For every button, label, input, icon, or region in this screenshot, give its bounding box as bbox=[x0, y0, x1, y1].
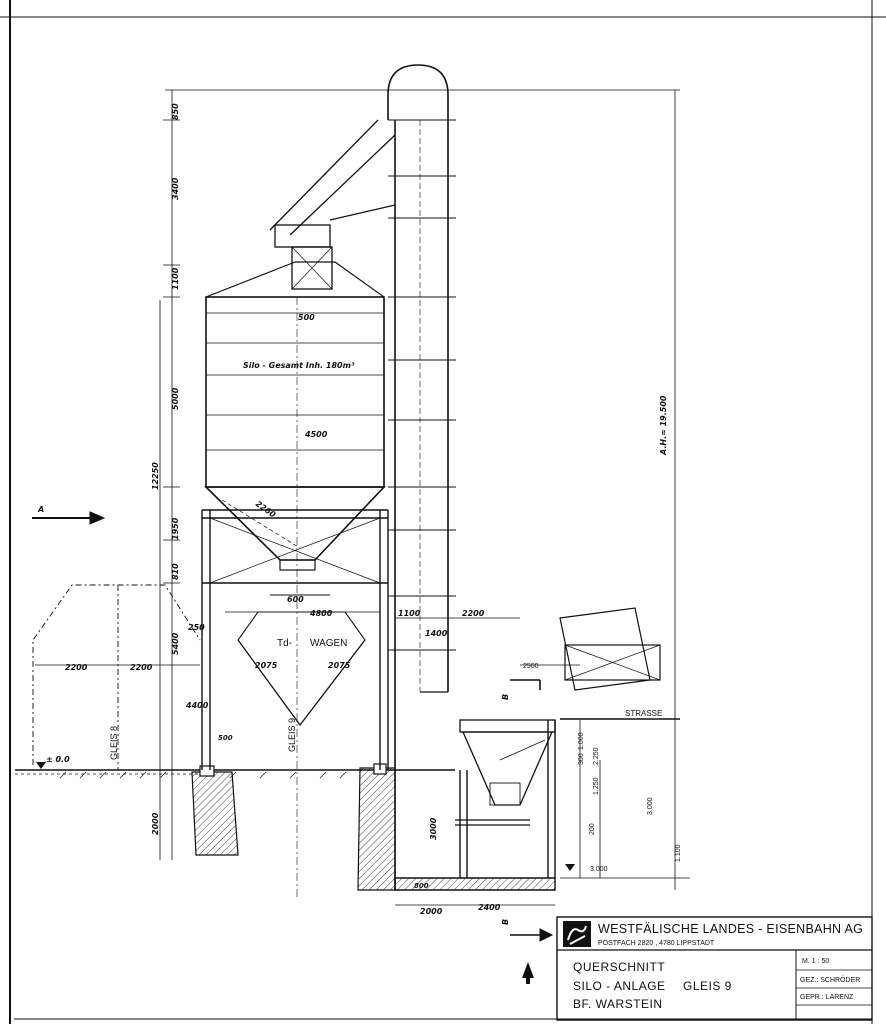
dim-3000-pit: 3000 bbox=[429, 817, 438, 840]
dim-2500: 2500 bbox=[523, 663, 539, 670]
dim-1100: 1100 bbox=[171, 267, 180, 290]
dim-2075-right: 2075 bbox=[328, 661, 351, 670]
foundation-left bbox=[191, 765, 239, 856]
conveyor-chute bbox=[269, 119, 396, 290]
wagon-label: WAGEN bbox=[310, 638, 347, 649]
dim-1950: 1950 bbox=[171, 517, 180, 540]
level-marker-zero bbox=[36, 762, 46, 769]
company-address: POSTFACH 2820 , 4780 LIPPSTADT bbox=[598, 940, 715, 947]
silo-capacity-label: Silo - Gesamt Inh. 180m³ bbox=[243, 361, 355, 370]
dim-2200-c: 2200 bbox=[462, 609, 485, 618]
dim-1100-right: 1.100 bbox=[675, 844, 682, 862]
dim-300: 300 bbox=[578, 753, 585, 765]
north-arrow bbox=[522, 962, 534, 984]
drawing-location: BF. WARSTEIN bbox=[573, 997, 663, 1011]
loading-gauge-track8 bbox=[32, 584, 201, 770]
drawing-scale: M. 1 : 50 bbox=[802, 958, 829, 965]
silo-support-frame bbox=[201, 509, 389, 770]
dim-2200-a: 2200 bbox=[65, 663, 88, 672]
dim-250: 250 bbox=[188, 623, 205, 632]
company-name: WESTFÄLISCHE LANDES - EISENBAHN AG bbox=[598, 922, 863, 936]
dim-2400: 2400 bbox=[478, 903, 501, 912]
truck-hopper bbox=[455, 719, 556, 826]
dimension-lines bbox=[35, 89, 690, 906]
dim-600: 600 bbox=[287, 595, 304, 604]
dim-4800: 4800 bbox=[309, 609, 333, 618]
elevator-tower bbox=[387, 64, 456, 890]
section-b-label-top: B bbox=[501, 694, 510, 700]
section-b-label-bottom: B bbox=[501, 919, 510, 925]
dim-4500: 4500 bbox=[304, 430, 328, 439]
dim-2250: 2.250 bbox=[593, 747, 600, 765]
wagon-profile bbox=[237, 594, 366, 726]
dim-2000-a: 2000 bbox=[420, 907, 443, 916]
foundation-middle bbox=[357, 763, 396, 891]
dim-12250: 12250 bbox=[151, 462, 160, 490]
dim-1250: 1.250 bbox=[593, 777, 600, 795]
track-9-label: GLEIS 9 bbox=[287, 718, 297, 752]
total-height-label: A.H.≈ 19.500 bbox=[659, 395, 668, 456]
section-arrow-a bbox=[32, 511, 106, 525]
track-8-label: GLEIS 8 bbox=[109, 726, 119, 760]
dim-3000-level: 3.000 bbox=[590, 866, 608, 873]
section-a-label: A bbox=[37, 505, 44, 514]
dim-4400: 4400 bbox=[185, 701, 209, 710]
wagon-td-label: Td- bbox=[277, 638, 292, 649]
silo-body bbox=[204, 261, 386, 900]
dim-810: 810 bbox=[171, 563, 180, 580]
checked-by: GEPR.: LARENZ bbox=[800, 994, 854, 1001]
level-marker-street bbox=[565, 864, 575, 871]
pit-structure bbox=[394, 720, 556, 891]
dim-5400: 5400 bbox=[171, 632, 180, 655]
dim-200: 200 bbox=[589, 823, 596, 835]
dim-2200-b: 2200 bbox=[130, 663, 153, 672]
dim-500-b: 500 bbox=[218, 734, 233, 742]
company-logo bbox=[563, 921, 591, 947]
drawing-subtitle-2: GLEIS 9 bbox=[683, 979, 732, 993]
dim-3400: 3400 bbox=[171, 177, 180, 200]
dim-1000: 1.000 bbox=[578, 732, 585, 750]
dim-850: 850 bbox=[171, 103, 180, 120]
dim-2075-left: 2075 bbox=[255, 661, 278, 670]
truck-outline bbox=[559, 607, 661, 691]
title-block bbox=[556, 916, 873, 1021]
dim-2000-found: 2000 bbox=[151, 812, 160, 835]
dim-1400: 1400 bbox=[425, 629, 448, 638]
section-arrow-b-bottom bbox=[510, 928, 554, 942]
dim-3000-right: 3.000 bbox=[647, 797, 654, 815]
drawing-subtitle-1: SILO - ANLAGE bbox=[573, 979, 666, 993]
dim-1100-b: 1100 bbox=[398, 609, 421, 618]
zero-level-label: ± 0.0 bbox=[46, 755, 70, 764]
dim-500: 500 bbox=[298, 313, 315, 322]
section-arrow-b-top bbox=[510, 679, 541, 690]
drawn-by: GEZ.: SCHRÖDER bbox=[800, 976, 860, 984]
dim-5000: 5000 bbox=[171, 387, 180, 410]
drawing-title: QUERSCHNITT bbox=[573, 960, 665, 974]
street-label: STRASSE bbox=[625, 709, 662, 718]
dim-800: 800 bbox=[414, 882, 429, 890]
